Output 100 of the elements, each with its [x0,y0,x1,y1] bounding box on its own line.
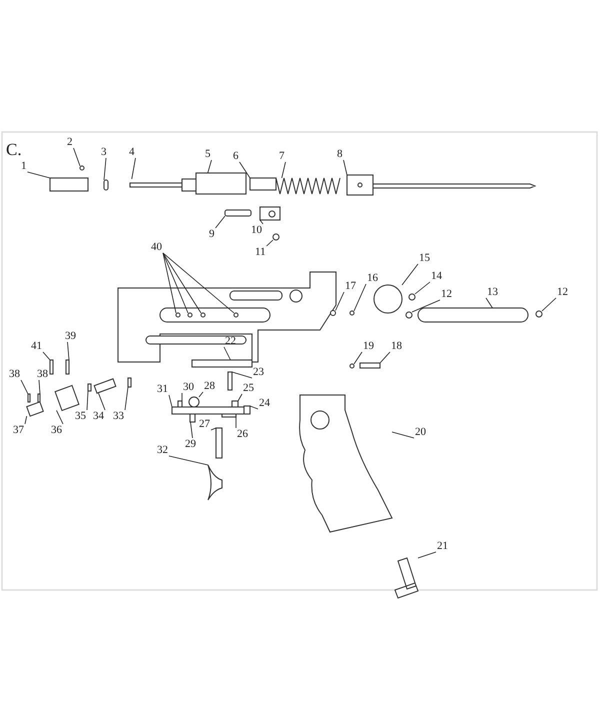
callout-number: 25 [242,382,255,394]
leader-line [207,160,212,174]
callout-number: 4 [128,146,136,158]
pin [200,312,206,318]
leader-line [354,284,366,312]
callout-number: 30 [182,381,195,393]
pin [350,310,354,316]
leader-line [239,162,250,178]
callout-number: 20 [414,426,427,438]
callout-number: 40 [150,241,163,253]
callout-number: 2 [66,136,74,148]
callout-number: 15 [418,252,431,264]
leader-line [380,352,390,364]
trigger-blade [208,464,222,500]
leader-line [24,416,28,424]
callout-number: 13 [486,286,499,298]
plate [222,414,236,418]
callout-number: 33 [112,410,125,422]
screw [26,401,44,417]
leader-line [232,372,252,378]
callout-number: 23 [252,366,265,378]
coil-spring [276,178,340,194]
cap-screw [50,178,88,192]
leader-line [162,252,188,314]
leader-line [104,158,106,180]
leader-line [266,240,274,246]
leader-line [67,342,70,360]
pin [188,312,192,318]
callout-number: 39 [64,330,77,342]
leader-line [27,172,50,178]
leader-line [210,428,216,430]
leader-line [162,252,176,314]
callout-number: 17 [344,280,357,292]
leader-line [42,352,50,360]
leader-line [215,216,226,228]
leader-line [162,252,202,314]
pin [330,310,336,316]
leader-line [198,392,204,398]
callout-number: 7 [278,150,286,162]
callout-number: 19 [362,340,375,352]
leader-line [542,298,556,312]
callout-number: 36 [50,424,63,436]
callout-number: 8 [336,148,344,160]
callout-number: 11 [254,246,267,258]
callout-number: 14 [430,270,443,282]
callout-number: 12 [440,288,453,300]
pistol-grip [299,394,392,532]
rod [130,178,196,192]
grip-screw [394,557,419,599]
washer [272,234,280,240]
pin [178,400,182,408]
callout-number: 16 [366,272,379,284]
leader-line [335,292,344,311]
end-block [244,406,250,414]
spring [360,362,380,368]
callout-number: 38 [8,368,21,380]
sleeve [196,172,246,194]
roller [188,396,200,408]
washer [406,312,412,318]
leader-line [86,390,88,410]
spring [228,372,232,390]
leader-line [281,162,286,178]
leader-line [131,158,136,180]
callout-number: 27 [198,418,211,430]
ring [88,384,92,392]
link-bar [418,308,528,322]
bushing [250,178,276,190]
trigger-pin [216,428,222,458]
callout-number: 38 [36,368,49,380]
pin [28,394,30,402]
callout-number: 28 [203,380,216,392]
callout-number: 35 [74,410,87,422]
grub-screw [80,166,84,170]
pin [224,210,252,216]
callout-number: 10 [250,224,263,236]
slide-block [260,206,280,220]
pin [234,312,238,318]
pin [38,394,40,402]
callout-number: 29 [184,438,197,450]
washer [536,310,542,318]
clip [104,180,108,190]
callout-number: 12 [556,286,569,298]
callout-number: 34 [92,410,105,422]
leader-line [414,282,430,294]
leader-line [124,386,128,410]
callout-number: 18 [390,340,403,352]
ring [128,378,132,388]
leader-line [418,552,436,558]
screw [190,414,196,422]
pin [66,360,70,374]
callout-number: 37 [12,424,25,436]
leader-line [190,422,193,438]
leader-line [98,392,106,410]
trigger-housing [172,406,244,414]
collar-block [346,174,374,196]
callout-number: 1 [20,160,28,172]
leader-line [168,394,172,408]
leader-line [224,346,231,360]
ball [350,364,354,368]
callout-number: 41 [30,340,43,352]
